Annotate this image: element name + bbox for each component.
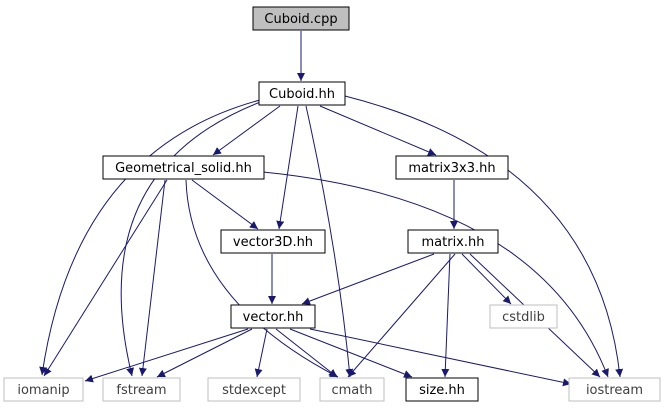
- edge-cuboid_hh-to-vector3d_hh: [276, 105, 299, 230]
- node-cmath[interactable]: cmath: [319, 377, 385, 402]
- node-stdexcept[interactable]: stdexcept: [207, 377, 301, 402]
- node-geometrical-solid-hh[interactable]: Geometrical_solid.hh: [102, 155, 265, 180]
- node-box: [319, 377, 385, 402]
- edge-geometrical_solid_hh-to-iostream: [262, 171, 609, 378]
- node-box: [207, 377, 301, 402]
- edge-vector_hh-to-iostream: [309, 328, 572, 387]
- node-size-hh[interactable]: size.hh: [405, 377, 479, 402]
- node-box: [230, 304, 316, 329]
- edge-vector_hh-to-cmath: [275, 328, 338, 378]
- node-vector3d-hh[interactable]: vector3D.hh: [220, 229, 326, 254]
- edge-geometrical_solid_hh-to-iomanip: [43, 179, 168, 377]
- edge-matrix_hh-to-cstdlib: [461, 253, 512, 305]
- edge-cuboid_hh-to-fstream: [120, 100, 264, 377]
- edge-vector_hh-to-stdexcept: [254, 328, 268, 378]
- node-label: fstream: [116, 383, 166, 398]
- edge-geometrical_solid_hh-to-fstream: [138, 179, 166, 377]
- edge-vector_hh-to-iomanip: [84, 328, 249, 383]
- edge-cuboid_hh-to-cmath: [305, 105, 354, 378]
- node-box: [3, 377, 84, 402]
- edge-cuboid_hh-to-iomanip: [39, 99, 261, 376]
- node-label: cmath: [331, 383, 372, 398]
- node-box: [220, 229, 326, 254]
- edge-matrix_hh-to-vector_hh: [301, 253, 435, 305]
- edge-geometrical_solid_hh-to-cmath: [185, 179, 339, 378]
- node-vector-hh[interactable]: vector.hh: [230, 304, 316, 329]
- edge-matrix_hh-to-cmath: [347, 253, 456, 378]
- node-box: [568, 377, 661, 402]
- node-matrix-hh[interactable]: matrix.hh: [407, 229, 499, 254]
- node-label: iostream: [586, 383, 643, 398]
- node-cuboid-cpp[interactable]: Cuboid.cpp: [252, 6, 350, 31]
- node-label: Cuboid.hh: [269, 87, 335, 102]
- edge-geometrical_solid_hh-to-vector3d_hh: [191, 179, 259, 230]
- node-box: [407, 229, 499, 254]
- edge-vector_hh-to-fstream: [156, 328, 253, 378]
- node-iomanip[interactable]: iomanip: [3, 377, 84, 402]
- node-box: [489, 304, 558, 329]
- node-label: vector.hh: [243, 310, 304, 325]
- node-label: matrix3x3.hh: [408, 161, 495, 176]
- node-box: [252, 6, 350, 31]
- node-matrix3x3-hh[interactable]: matrix3x3.hh: [395, 155, 509, 180]
- node-box: [405, 377, 479, 402]
- edge-cuboid_hh-to-matrix3x3_hh: [319, 105, 437, 156]
- node-fstream[interactable]: fstream: [102, 377, 181, 402]
- edge-cuboid_hh-to-iostream: [344, 95, 624, 378]
- node-label: matrix.hh: [422, 235, 485, 250]
- node-label: Cuboid.cpp: [264, 12, 337, 27]
- node-cuboid-hh[interactable]: Cuboid.hh: [258, 81, 346, 106]
- node-label: vector3D.hh: [233, 235, 313, 250]
- edge-cuboid_hh-to-geometrical_solid_hh: [212, 105, 281, 156]
- node-cstdlib[interactable]: cstdlib: [489, 304, 558, 329]
- node-box: [258, 81, 346, 106]
- node-box: [102, 377, 181, 402]
- node-iostream[interactable]: iostream: [568, 377, 661, 402]
- edge-matrix_hh-to-size_hh: [441, 253, 451, 378]
- node-label: Geometrical_solid.hh: [115, 161, 252, 176]
- node-box: [102, 155, 265, 180]
- node-label: stdexcept: [222, 383, 286, 398]
- node-label: cstdlib: [502, 310, 545, 325]
- node-box: [395, 155, 509, 180]
- edge-vector_hh-to-size_hh: [289, 328, 413, 378]
- node-label: size.hh: [419, 383, 465, 398]
- node-label: iomanip: [17, 383, 69, 398]
